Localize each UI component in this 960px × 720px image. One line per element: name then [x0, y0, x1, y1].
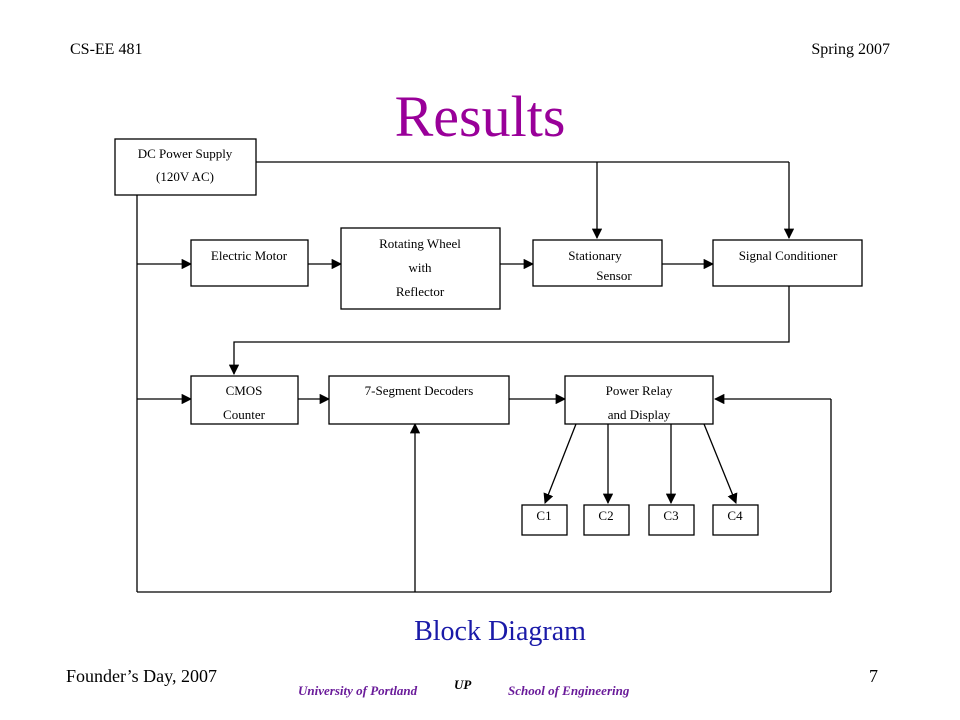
relay-to-c1-arrow [543, 423, 577, 504]
c4-block [712, 504, 759, 536]
relay-to-c4-arrow [703, 423, 738, 504]
wheel-label-line2: with [408, 260, 432, 275]
power-supply-label-line2: (120V AC) [156, 169, 214, 184]
power-supply-block [114, 138, 257, 196]
motor-label: Electric Motor [211, 248, 288, 263]
university-logo: UP [454, 677, 472, 692]
wheel-label-line1: Rotating Wheel [379, 236, 461, 251]
wheel-label-line3: Reflector [396, 284, 445, 299]
counter-block [190, 375, 299, 425]
relay-label-line1: Power Relay [606, 383, 673, 398]
footer-event: Founder’s Day, 2007 [66, 666, 217, 686]
c3-block [648, 504, 695, 536]
slide-title: Results [394, 84, 566, 149]
course-code: CS-EE 481 [70, 41, 143, 58]
c1-label: C1 [536, 508, 551, 523]
power-supply-label-line1: DC Power Supply [138, 146, 233, 161]
connectors [136, 161, 832, 593]
counter-label-line1: CMOS [226, 383, 263, 398]
conditioner-label: Signal Conditioner [739, 248, 838, 263]
motor-block [190, 239, 309, 287]
c3-label: C3 [663, 508, 678, 523]
decoders-block [328, 375, 510, 425]
logo-university-text: University of Portland [298, 683, 418, 698]
logo-school-text: School of Engineering [508, 683, 630, 698]
conditioner-block [712, 239, 863, 287]
decoders-label: 7-Segment Decoders [365, 383, 474, 398]
wheel-block [340, 227, 501, 310]
sensor-block [532, 239, 663, 287]
page-number: 7 [869, 666, 878, 686]
relay-label-line2: and Display [608, 407, 671, 422]
conditioner-to-counter-path [228, 286, 790, 376]
diagram-caption: Block Diagram [414, 616, 586, 647]
c2-label: C2 [598, 508, 613, 523]
c2-block [583, 504, 630, 536]
term-label: Spring 2007 [811, 41, 890, 58]
sensor-label-line1: Stationary [568, 248, 622, 263]
counter-label-line2: Counter [223, 407, 266, 422]
sensor-label-line2: Sensor [596, 268, 632, 283]
c1-block [521, 504, 568, 536]
relay-block [564, 375, 714, 425]
c4-label: C4 [727, 508, 743, 523]
svg-text:UP: UP [454, 677, 472, 692]
